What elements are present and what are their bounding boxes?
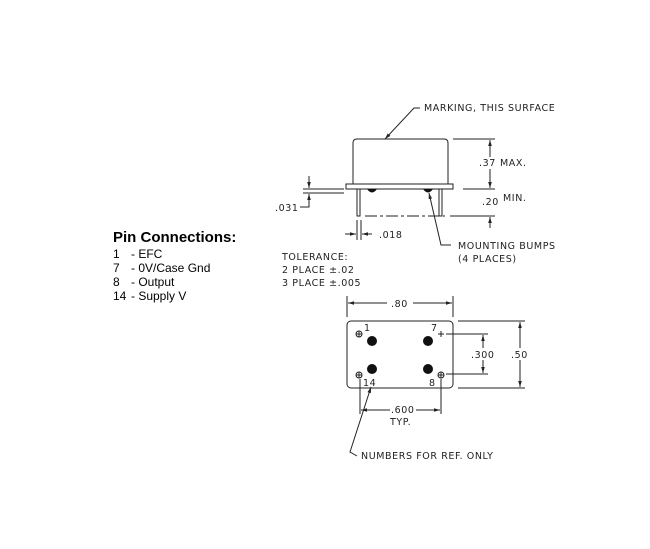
pin-connections-title: Pin Connections: xyxy=(113,229,237,246)
pin-length-suffix: MIN. xyxy=(503,193,527,204)
numbers-leader xyxy=(349,386,372,457)
mounting-bump xyxy=(423,189,433,193)
dimension-line-flange xyxy=(300,194,311,208)
tolerance-2-place: 2 PLACE ±.02 xyxy=(282,265,355,276)
bottom-view: .80 1 7 14 8 .300 .50 .600 TYP. NUMBERS … xyxy=(346,296,530,462)
tolerance-block: TOLERANCE: 2 PLACE ±.02 3 PLACE ±.005 xyxy=(281,252,361,289)
pin-pad xyxy=(367,336,377,346)
pin-label: - Output xyxy=(131,275,175,289)
bumps-label: MOUNTING BUMPS xyxy=(458,241,556,252)
span-dimension: .600 xyxy=(391,405,415,416)
row-spacing-dimension: .300 xyxy=(471,350,495,361)
pin-number: 8 xyxy=(113,275,120,289)
bumps-label-places: (4 PLACES) xyxy=(458,254,517,265)
pin-label-14: 14 xyxy=(363,378,376,389)
height-dimension-suffix: MAX. xyxy=(500,158,527,169)
pin-item: 8 - Output xyxy=(113,275,236,289)
pin-label-1: 1 xyxy=(364,323,371,334)
pin-pad xyxy=(423,364,433,374)
pin-pad xyxy=(367,364,377,374)
marking-label: MARKING, THIS SURFACE xyxy=(424,103,555,114)
pin-marker-icon xyxy=(355,330,363,338)
package-body xyxy=(352,138,449,184)
flange-dimension: .031 xyxy=(275,203,299,214)
bumps-leader xyxy=(428,192,451,246)
marking-leader xyxy=(384,107,420,140)
pin-lead xyxy=(438,188,443,217)
pin-item: 14 - Supply V xyxy=(113,289,236,303)
pin-item: 7 - 0V/Case Gnd xyxy=(113,261,236,275)
pin-item: 1 - EFC xyxy=(113,247,236,261)
pin-diameter-dimension: .018 xyxy=(379,230,403,241)
pin-label: - 0V/Case Gnd xyxy=(131,261,211,275)
tolerance-title: TOLERANCE: xyxy=(281,252,348,263)
pin-lead xyxy=(356,188,361,217)
width-dimension: .80 xyxy=(391,299,408,310)
mounting-bump xyxy=(367,189,377,193)
pin-length-dimension: .20 xyxy=(482,197,499,208)
height-dimension: .37 xyxy=(479,158,496,169)
package-flange xyxy=(345,183,454,190)
numbers-note: NUMBERS FOR REF. ONLY xyxy=(361,451,494,462)
tolerance-3-place: 3 PLACE ±.005 xyxy=(282,278,361,289)
pin-label: - EFC xyxy=(131,247,163,261)
side-view: MARKING, THIS SURFACE .37 MAX. .20 MIN. … xyxy=(275,103,556,265)
pin-connections: Pin Connections: 1 - EFC 7 - 0V/Case Gnd 8… xyxy=(113,229,236,303)
pin-number: 14 xyxy=(113,289,127,303)
pin-marker-icon xyxy=(437,371,445,379)
pin-label: - Supply V xyxy=(131,289,187,303)
pin-marker-cross-icon xyxy=(438,331,444,337)
pin-pad xyxy=(423,336,433,346)
height-dimension-bottom: .50 xyxy=(511,350,528,361)
pin-label-7: 7 xyxy=(431,323,438,334)
pin-number: 7 xyxy=(113,261,120,275)
span-dimension-suffix: TYP. xyxy=(389,417,411,428)
pin-marker-icon xyxy=(355,371,363,379)
pin-number: 1 xyxy=(113,247,120,261)
package-outline xyxy=(346,320,454,389)
pin-label-8: 8 xyxy=(429,378,436,389)
